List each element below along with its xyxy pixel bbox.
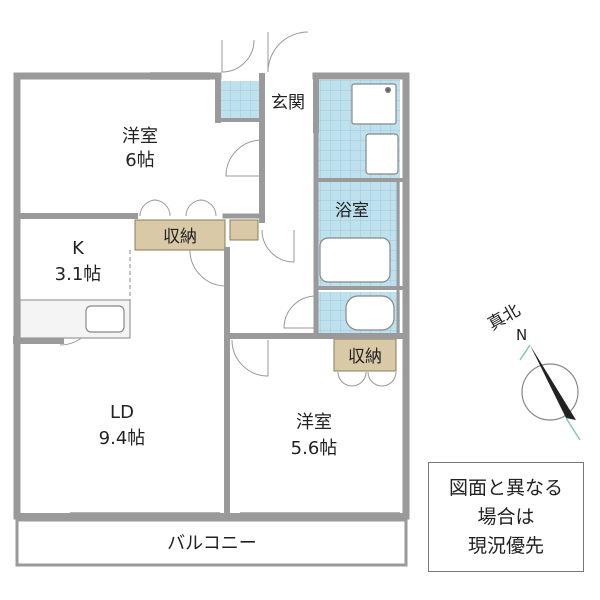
room-label-bath: 浴室 <box>335 201 369 221</box>
kitchen-sink <box>85 305 125 333</box>
room-label-western-1: 洋室 <box>122 126 158 147</box>
room-label-living-dining: LD <box>110 402 134 423</box>
note-box: 図面と異なる 場合は 現況優先 <box>428 462 584 572</box>
room-size-kitchen: 3.1帖 <box>55 264 102 285</box>
room-label-kitchen: K <box>72 238 85 259</box>
note-line-3: 現況優先 <box>467 534 544 557</box>
compass: 真北 N <box>485 301 581 441</box>
shower-pan <box>351 83 397 125</box>
balcony-outline <box>15 518 408 567</box>
room-size-living-dining: 9.4帖 <box>99 428 146 449</box>
fixtures <box>19 83 399 339</box>
room-size-western-2: 5.6帖 <box>291 438 338 459</box>
walls <box>13 72 410 520</box>
room-label-storage-1: 収納 <box>163 227 197 247</box>
room-label-western-2: 洋室 <box>296 412 332 433</box>
compass-label-letter: N <box>516 326 527 344</box>
room-label-storage-2: 収納 <box>348 347 382 367</box>
compass-needle-icon <box>530 345 576 420</box>
toilet <box>345 295 395 331</box>
storage-fills <box>134 219 397 372</box>
note-line-2: 場合は <box>477 505 535 528</box>
room-size-western-1: 6帖 <box>125 150 154 171</box>
room-label-entrance: 玄関 <box>271 93 305 113</box>
bathtub <box>319 237 391 283</box>
room-label-balcony: バルコニー <box>167 533 257 554</box>
washbasin <box>365 133 399 175</box>
note-line-1: 図面と異なる <box>448 476 563 499</box>
